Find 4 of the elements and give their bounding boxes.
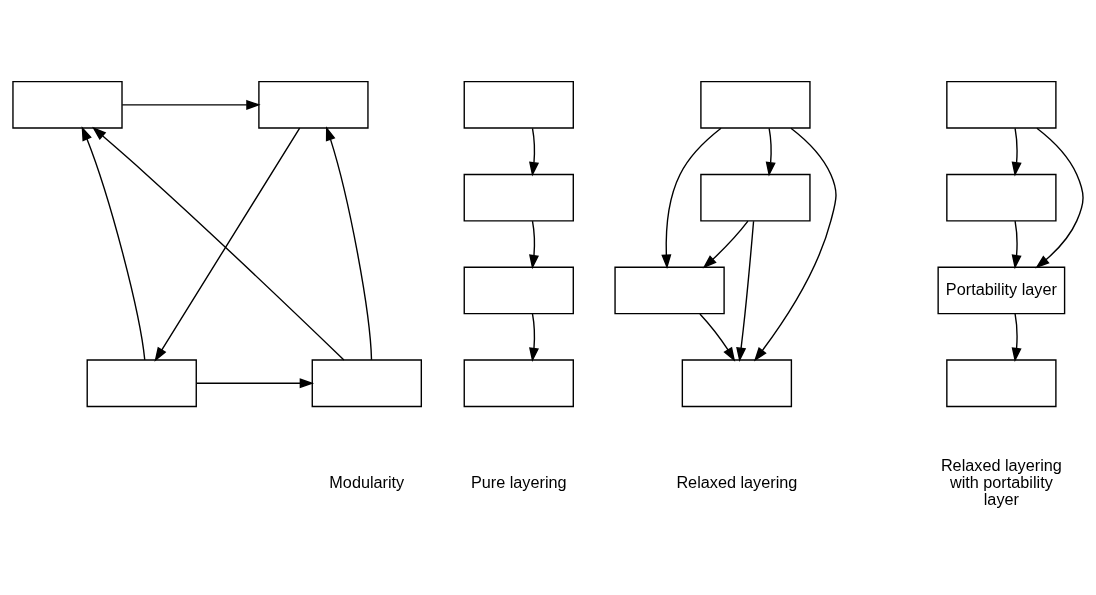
label: Relaxed layering with portability layer <box>940 455 1062 508</box>
label: Pure layering <box>470 472 567 491</box>
label: Modularity <box>329 472 405 491</box>
label: Relaxed layering <box>676 472 798 491</box>
